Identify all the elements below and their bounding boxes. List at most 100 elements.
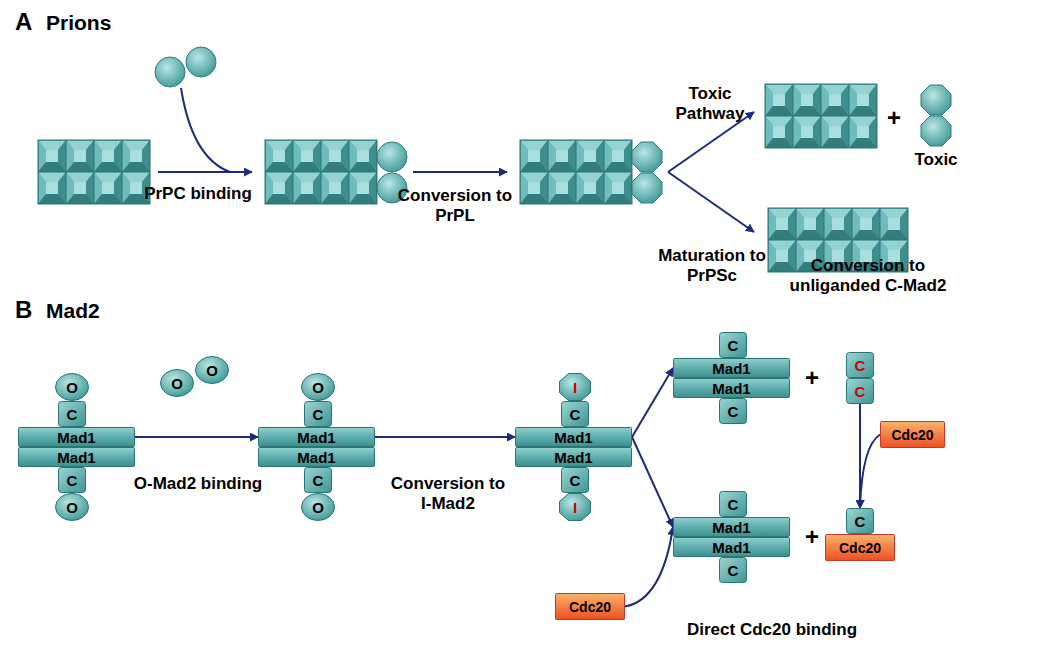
closed-mad2-box-text: C [313, 407, 324, 422]
mad1-band-text: Mad1 [57, 450, 95, 465]
closed-mad2-box: C [719, 491, 747, 517]
panel-heading: Mad2 [46, 299, 100, 323]
mad1-band-fill [19, 448, 135, 467]
open-mad2-ellipse-fill [161, 370, 194, 397]
mad1-band-text: Mad1 [554, 430, 592, 445]
mad1-band-text: Mad1 [554, 450, 592, 465]
closed-mad2-box: C [719, 557, 747, 583]
closed-mad2-box-fill [720, 399, 747, 424]
prion-g [765, 84, 877, 148]
closed-mad2-box-text: C [570, 407, 581, 422]
closed-mad2-box-text: C [728, 404, 739, 419]
open-mad2-ellipse-text: O [206, 363, 218, 378]
step-label: Toxic [901, 150, 971, 170]
mad1-band-fill [19, 428, 135, 447]
closed-mad2-box-text: C [855, 384, 866, 399]
step-label: Conversion to PrPL [395, 186, 515, 225]
closed-mad2-box: C [561, 401, 589, 427]
mad1-band: Mad1 [515, 427, 632, 447]
step-label: O-Mad2 binding [123, 474, 273, 494]
closed-mad2-box-fill [847, 353, 874, 378]
closed-mad2-box-text: C [313, 473, 324, 488]
prion-circle [155, 57, 185, 87]
prion-path [158, 171, 252, 173]
closed-mad2-box: C [58, 401, 86, 427]
open-mad2-ellipse-fill [56, 494, 89, 521]
mad1-band-text: Mad1 [297, 450, 335, 465]
prion-rect [38, 140, 150, 204]
closed-mad2-box: C [304, 401, 332, 427]
step-label: Maturation to PrPSc [657, 246, 767, 285]
cdc20-box-text: Cdc20 [839, 541, 881, 555]
closed-mad2-box-fill [59, 468, 86, 493]
closed-mad2-box-fill [562, 468, 589, 493]
cdc20-box-text: Cdc20 [569, 600, 611, 614]
closed-mad2-box: C [846, 352, 874, 378]
closed-mad2-box-text: C [855, 358, 866, 373]
intermediate-mad2-octagon-text: I [573, 500, 577, 515]
prion-path [668, 172, 754, 232]
closed-mad2-box-fill [562, 402, 589, 427]
closed-mad2-box: C [719, 332, 747, 358]
cdc20-box: Cdc20 [880, 421, 945, 448]
mad1-band-text: Mad1 [712, 381, 750, 396]
closed-mad2-box-text: C [728, 338, 739, 353]
open-mad2-ellipse: O [55, 373, 89, 401]
step-label: Conversion to unliganded C-Mad2 [768, 256, 968, 295]
panel-heading: + [805, 523, 819, 551]
mad1-band: Mad1 [515, 447, 632, 467]
mad1-band-fill [259, 448, 375, 467]
closed-mad2-box-fill [720, 492, 747, 517]
open-mad2-ellipse: O [55, 493, 89, 521]
reaction-arrow [632, 437, 673, 527]
prion-use [632, 142, 662, 172]
closed-mad2-box-fill [847, 509, 874, 534]
open-mad2-ellipse-text: O [312, 380, 324, 395]
closed-mad2-box: C [719, 398, 747, 424]
reaction-arrow [625, 527, 673, 607]
intermediate-mad2-octagon: I [559, 493, 591, 521]
mad1-band-fill [674, 538, 790, 557]
intermediate-mad2-octagon-text: I [573, 380, 577, 395]
open-mad2-ellipse-fill [56, 374, 89, 401]
mad1-band-text: Mad1 [712, 361, 750, 376]
prion-use [632, 173, 662, 203]
closed-mad2-box-text: C [67, 473, 78, 488]
closed-mad2-box-text: C [728, 497, 739, 512]
mad1-band-text: Mad1 [712, 520, 750, 535]
reaction-arrow [375, 436, 515, 438]
step-label: Direct Cdc20 binding [662, 620, 882, 640]
closed-mad2-box-fill [305, 468, 332, 493]
prion-use [921, 85, 951, 115]
mad1-band: Mad1 [18, 427, 135, 447]
open-mad2-ellipse: O [160, 369, 194, 397]
prion-rect [265, 140, 377, 204]
mad1-band-text: Mad1 [712, 540, 750, 555]
mad1-band: Mad1 [673, 358, 790, 378]
open-mad2-ellipse: O [301, 373, 335, 401]
intermediate-mad2-octagon: I [559, 373, 591, 401]
open-mad2-ellipse-fill [302, 374, 335, 401]
open-mad2-ellipse-fill [302, 494, 335, 521]
step-label: PrPC binding [138, 184, 258, 204]
prion-g [520, 140, 632, 204]
open-mad2-ellipse-text: O [66, 500, 78, 515]
intermediate-mad2-octagon-fill [560, 374, 591, 401]
cdc20-box: Cdc20 [555, 593, 625, 620]
reaction-arrow [135, 436, 258, 438]
mad1-band-fill [674, 518, 790, 537]
closed-mad2-box-text: C [728, 563, 739, 578]
closed-mad2-box-text: C [855, 514, 866, 529]
cdc20-box-fill [881, 422, 945, 448]
open-mad2-ellipse: O [301, 493, 335, 521]
closed-mad2-box-fill [720, 558, 747, 583]
closed-mad2-box-fill [847, 379, 874, 404]
closed-mad2-box: C [304, 467, 332, 493]
prion-g [38, 140, 150, 204]
open-mad2-ellipse-text: O [66, 380, 78, 395]
prion-circle [186, 47, 216, 77]
closed-mad2-box-fill [59, 402, 86, 427]
panel-heading: + [887, 104, 901, 132]
prion-path [413, 171, 507, 173]
